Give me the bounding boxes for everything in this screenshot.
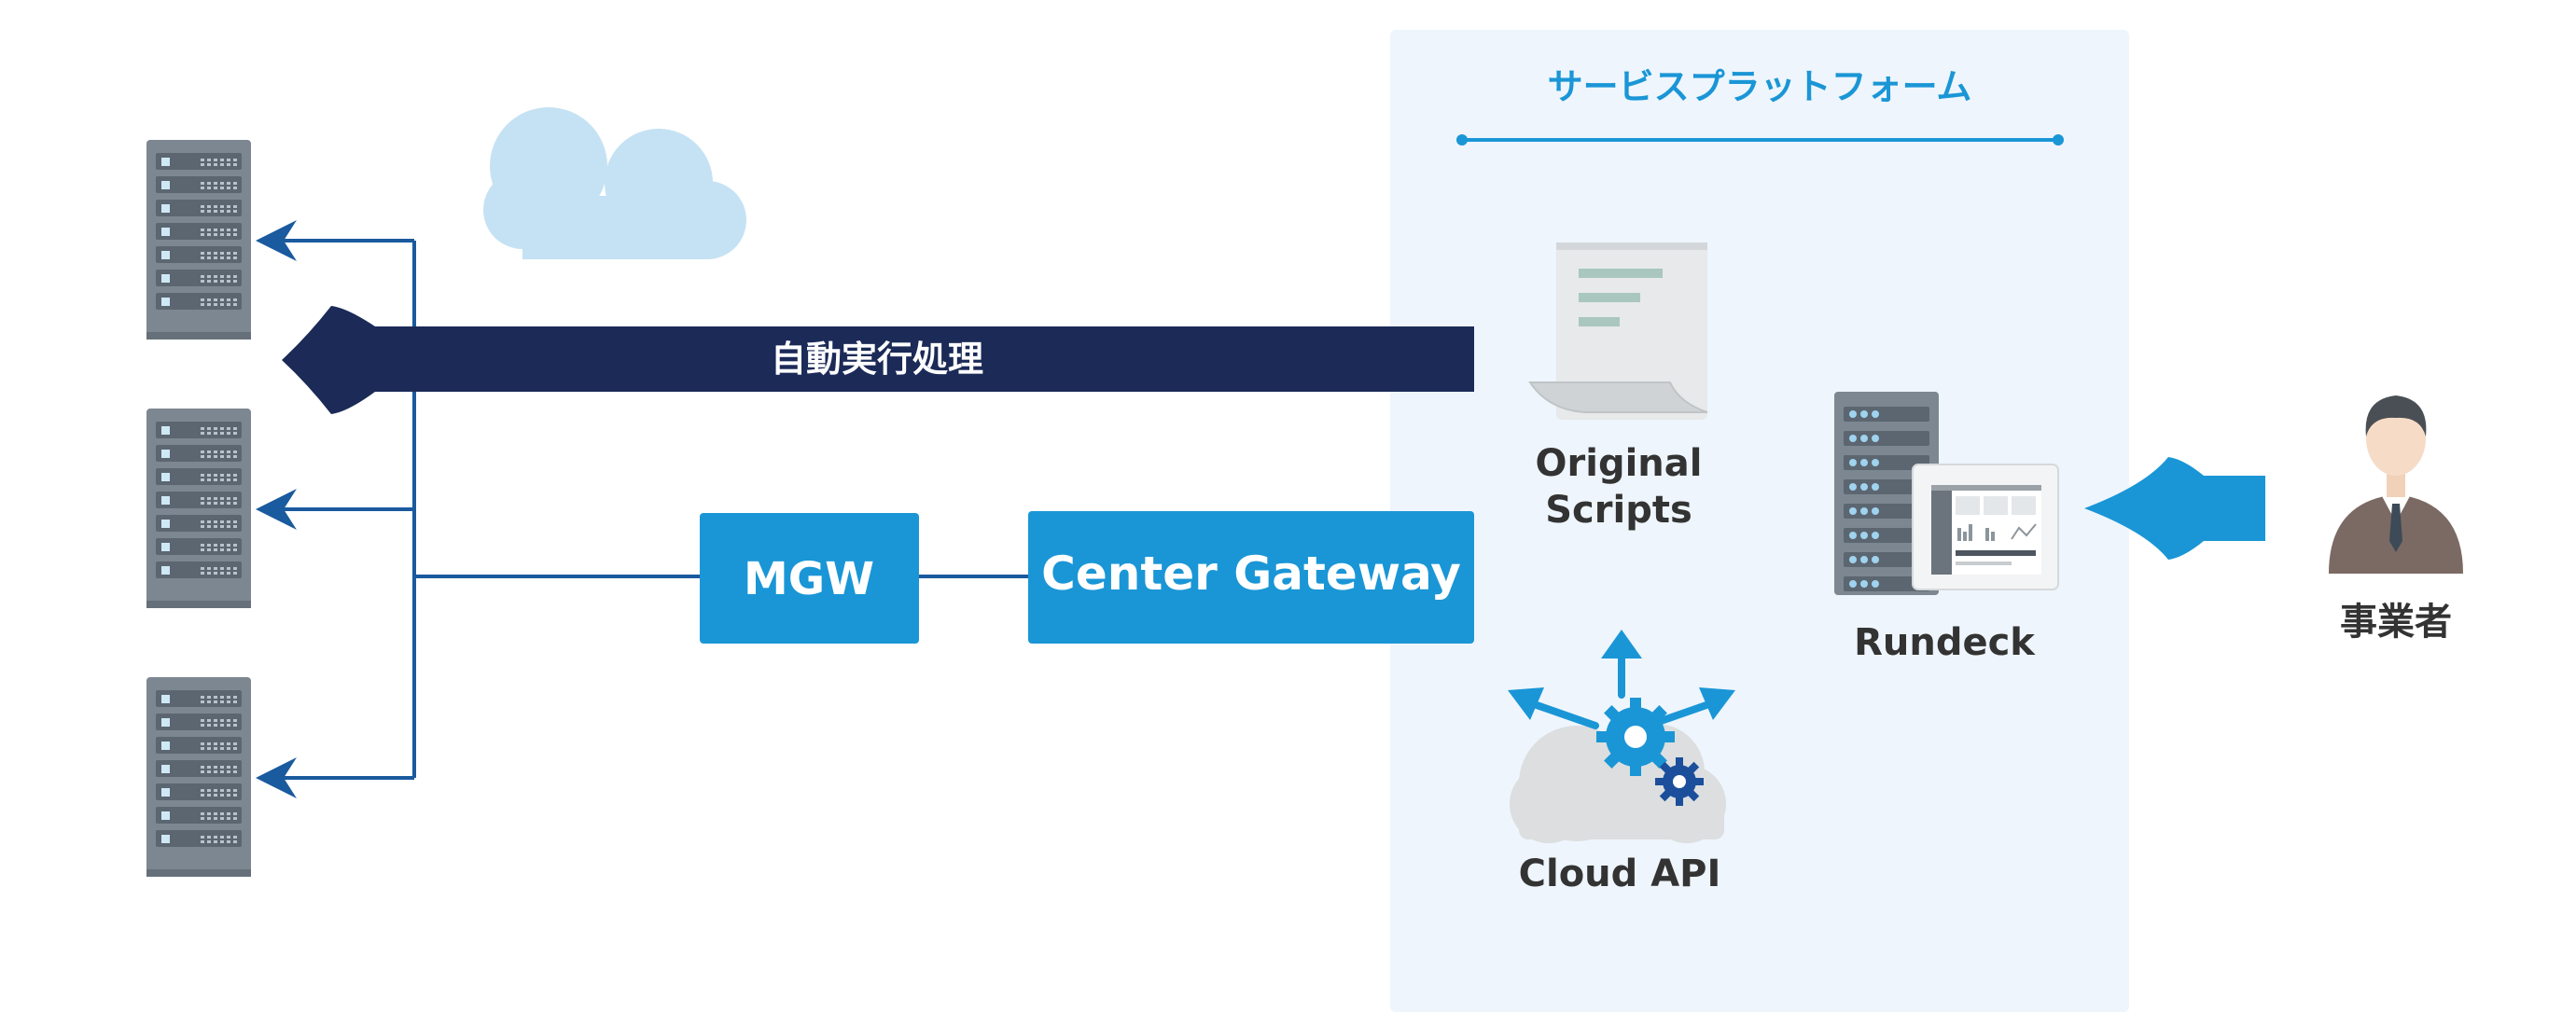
cloud-api-label: Cloud API — [1519, 853, 1721, 895]
cloud-icon — [483, 107, 746, 259]
document-icon — [1528, 243, 1708, 420]
center-gateway-label: Center Gateway — [1041, 547, 1461, 601]
rundeck-label: Rundeck — [1854, 621, 2036, 664]
server-arrowheads — [256, 220, 297, 798]
server-icon — [146, 409, 251, 608]
scripts-label-line1: Original — [1536, 442, 1703, 485]
operator-arrow — [2084, 457, 2265, 560]
center-gateway-box — [1028, 511, 1474, 644]
auto-exec-label: 自動実行処理 — [771, 339, 983, 380]
server-icon — [146, 140, 251, 340]
platform-title-underline — [1456, 134, 2064, 146]
scripts-label-line2: Scripts — [1545, 489, 1692, 532]
rundeck-icon — [1834, 392, 2059, 595]
mgw-box — [700, 513, 919, 644]
server-icon — [146, 677, 251, 877]
operator-label: 事業者 — [2340, 601, 2452, 644]
auto-exec-arrow — [282, 306, 1474, 414]
person-icon — [2329, 395, 2463, 574]
distribution-lines — [271, 239, 1028, 780]
mgw-label: MGW — [744, 553, 874, 605]
platform-title: サービスプラットフォーム — [1548, 66, 1972, 107]
cloud-api-icon — [1508, 630, 1735, 843]
